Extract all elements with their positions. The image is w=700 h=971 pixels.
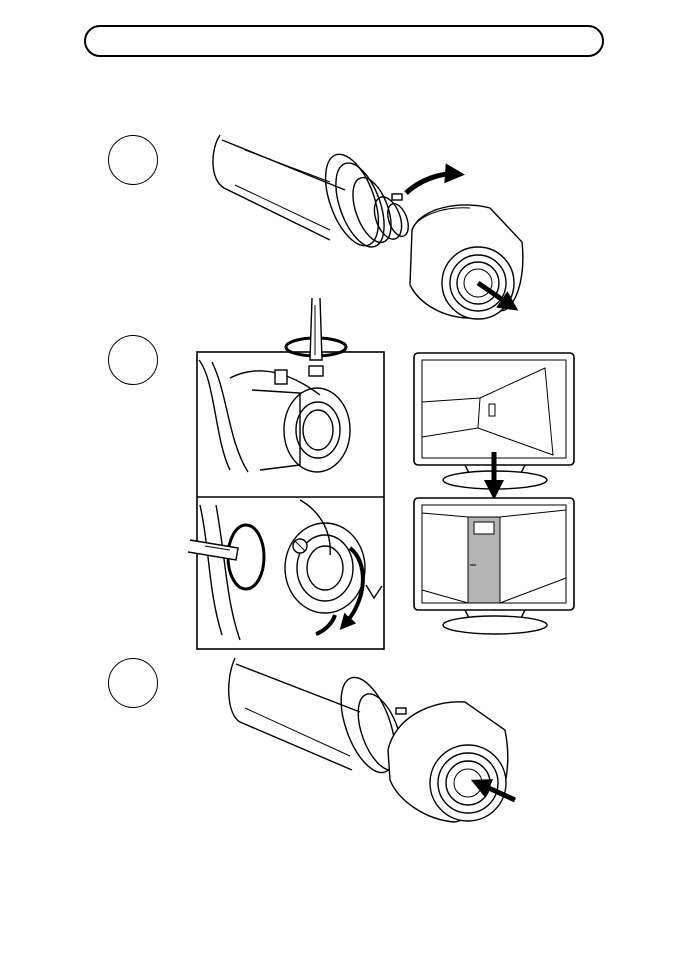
step-1-illustration (213, 135, 523, 319)
monitor-zoomed (414, 498, 574, 634)
step-3-illustration (229, 658, 515, 822)
camera-body (213, 135, 412, 253)
zoom-panel (199, 298, 350, 472)
rotate-arrow-icon (345, 548, 363, 624)
screwdriver-icon (310, 298, 322, 360)
focus-panel (188, 500, 382, 640)
lens-cover-2 (388, 702, 508, 822)
curved-arrow-icon (406, 174, 455, 193)
camera-body-2 (229, 658, 411, 780)
step-2-illustration (188, 298, 574, 649)
